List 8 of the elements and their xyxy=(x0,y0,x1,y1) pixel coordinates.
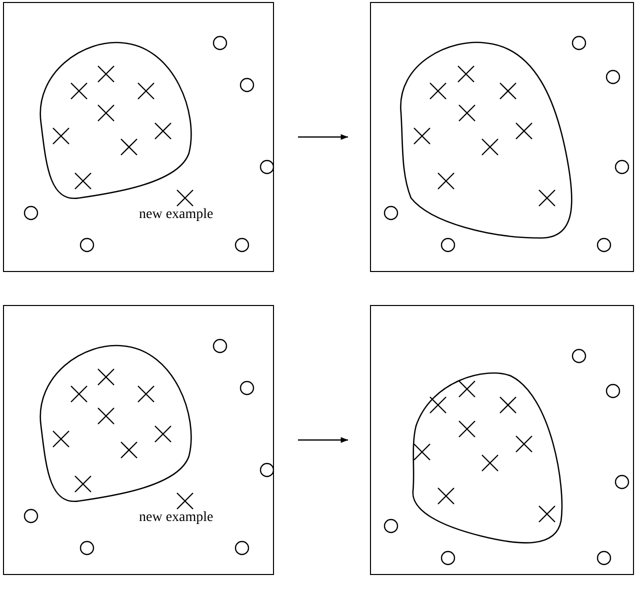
point-label: new example xyxy=(139,511,214,525)
plot-panel xyxy=(3,2,274,272)
arrow xyxy=(298,437,348,443)
arrow xyxy=(298,134,348,140)
plot-panel xyxy=(370,305,634,575)
plot-panel xyxy=(370,2,634,272)
point-label: new example xyxy=(139,208,214,222)
plot-panel xyxy=(3,305,274,575)
